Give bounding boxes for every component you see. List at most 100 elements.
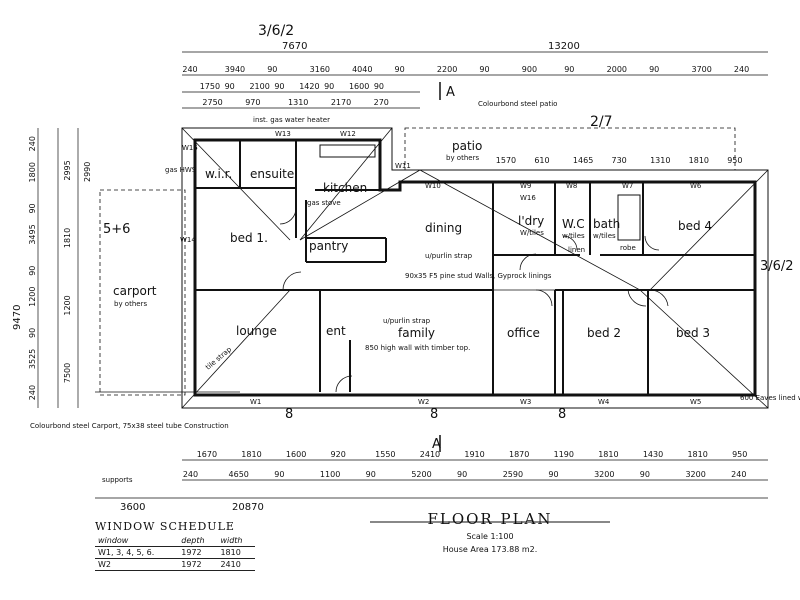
ws-cell: 1972 [178,558,218,571]
dim-left-a: 1200 [28,287,37,307]
note-supports: supports [102,476,133,484]
dim-top-row4: 1310 [288,98,308,107]
dim-top-total-left: 7670 [282,41,307,52]
dim-bottom-row2: 90 [548,470,558,479]
dim-patio-row: 730 [612,156,627,165]
window-tag: W7 [622,182,633,190]
dim-top-row4: 2750 [202,98,222,107]
dim-top-row2: 3940 [225,65,245,74]
note-wtiles3: w/tiles [593,232,616,240]
ws-col-width: width [217,535,255,547]
dim-patio-row: 1465 [573,156,593,165]
dim-patio-row: 610 [534,156,549,165]
note-unistrut2: u/purlin strap [383,317,431,325]
dim-left-a: 90 [28,266,37,276]
window-tag: W12 [340,130,356,138]
dim-bottom-row2: 5200 [411,470,431,479]
ws-cell: 2410 [217,558,255,571]
dim-top-row2: 240 [182,65,197,74]
dim-left-b: 1200 [63,295,72,315]
house-area: House Area 173.88 m2. [442,545,538,554]
dim-top-row2: 90 [649,65,659,74]
dim-patio-row: 1310 [650,156,670,165]
dim-top-row3: 90 [374,82,384,91]
window-tag: W3 [520,398,531,406]
room-label-ensuite: ensuite [250,167,294,181]
window-tag: W5 [690,398,701,406]
room-label-family: family [398,326,435,340]
note-carport-construction: Colourbond steel Carport, 75x38 steel tu… [30,422,229,430]
dim-bottom-row1: 2410 [420,450,440,459]
dim-bottom-row1: 1550 [375,450,395,459]
dim-left-a: 90 [28,328,37,338]
dim-bottom-row1: 1810 [687,450,707,459]
dim-bottom-row2: 90 [640,470,650,479]
dim-bottom-row2: 3200 [685,470,705,479]
dim-bottom-row1: 1870 [509,450,529,459]
dim-top-row2: 90 [479,65,489,74]
internal-walls [195,140,755,395]
room-label-bed4: bed 4 [678,219,712,233]
dim-top-row3: 1600 [349,82,369,91]
section-ref-b3: 8 [558,407,566,422]
dim-top-row2: 3160 [310,65,330,74]
dim-bottom-row2: 3200 [594,470,614,479]
room-label-wir: w.i.r. [205,167,232,181]
dim-top-row3: 90 [324,82,334,91]
dim-left-a: 3495 [28,224,37,244]
dim-bottom-row1: 1910 [464,450,484,459]
dim-bottom-row2: 2590 [503,470,523,479]
section-ref-4: 3/6/2 [760,259,794,274]
dim-bottom-row2: 90 [274,470,284,479]
section-ref-1: 3/6/2 [258,23,294,39]
dim-top-row2: 2200 [437,65,457,74]
window-tag: W1 [250,398,261,406]
dim-bottom-row2: 1100 [320,470,340,479]
bath-tub [617,194,641,241]
ws-cell: W2 [95,558,179,571]
drawing-scale: Scale 1:100 [466,532,514,541]
window-schedule-table: window depth width W1, 3, 4, 5, 6. 1972 … [95,535,255,571]
ws-cell: 1810 [217,546,255,559]
dim-patio-row: 1810 [689,156,709,165]
note-gas-hws: gas HWS [165,166,197,174]
dim-left-a: 90 [28,203,37,213]
dim-bottom-row1: 1810 [598,450,618,459]
dim-bottom-left: 3600 [120,502,145,513]
dim-bottom-row1: 1810 [241,450,261,459]
dim-top-row4: 970 [245,98,260,107]
dim-left-b: 7500 [63,363,72,383]
window-tag: W11 [395,162,411,170]
note-robe: robe [620,244,636,252]
ws-col-depth: depth [178,535,218,547]
room-label-bed2: bed 2 [587,326,621,340]
room-label-kitchen: kitchen [323,181,367,195]
dim-bottom-row2: 240 [731,470,746,479]
dim-top-row2: 900 [522,65,537,74]
window-schedule-heading: WINDOW SCHEDULE [95,520,235,533]
dim-top-row3: 90 [225,82,235,91]
dim-patio-row: 950 [727,156,742,165]
window-tag: W10 [425,182,441,190]
dim-left-c: 2990 [83,162,92,182]
kitchen-bench [319,144,376,158]
dim-bottom-row1: 1430 [643,450,663,459]
ws-cell: W1, 3, 4, 5, 6. [95,546,179,559]
note-hot-water: inst. gas water heater [253,116,330,124]
dim-left-total: 9470 [12,305,23,330]
dim-top-row2: 3700 [692,65,712,74]
section-mark-a-top: A [446,85,455,100]
room-label-bath: bath [593,217,620,231]
dimension-text: 7670 13200 9470 3600 20870 2990 [12,41,580,513]
dim-top-row2: 90 [267,65,277,74]
patio-outline [404,127,736,171]
room-label-dining: dining [425,221,462,235]
dim-bottom-row1: 1190 [554,450,574,459]
dim-bottom-total: 20870 [232,502,264,513]
dim-left-b: 2995 [63,160,72,180]
table-row: W1, 3, 4, 5, 6. 1972 1810 [95,546,255,559]
room-label-ent: ent [326,324,346,338]
dim-bottom-row1: 950 [732,450,747,459]
dim-bottom-row2: 90 [366,470,376,479]
ws-cell: 1972 [178,546,218,559]
